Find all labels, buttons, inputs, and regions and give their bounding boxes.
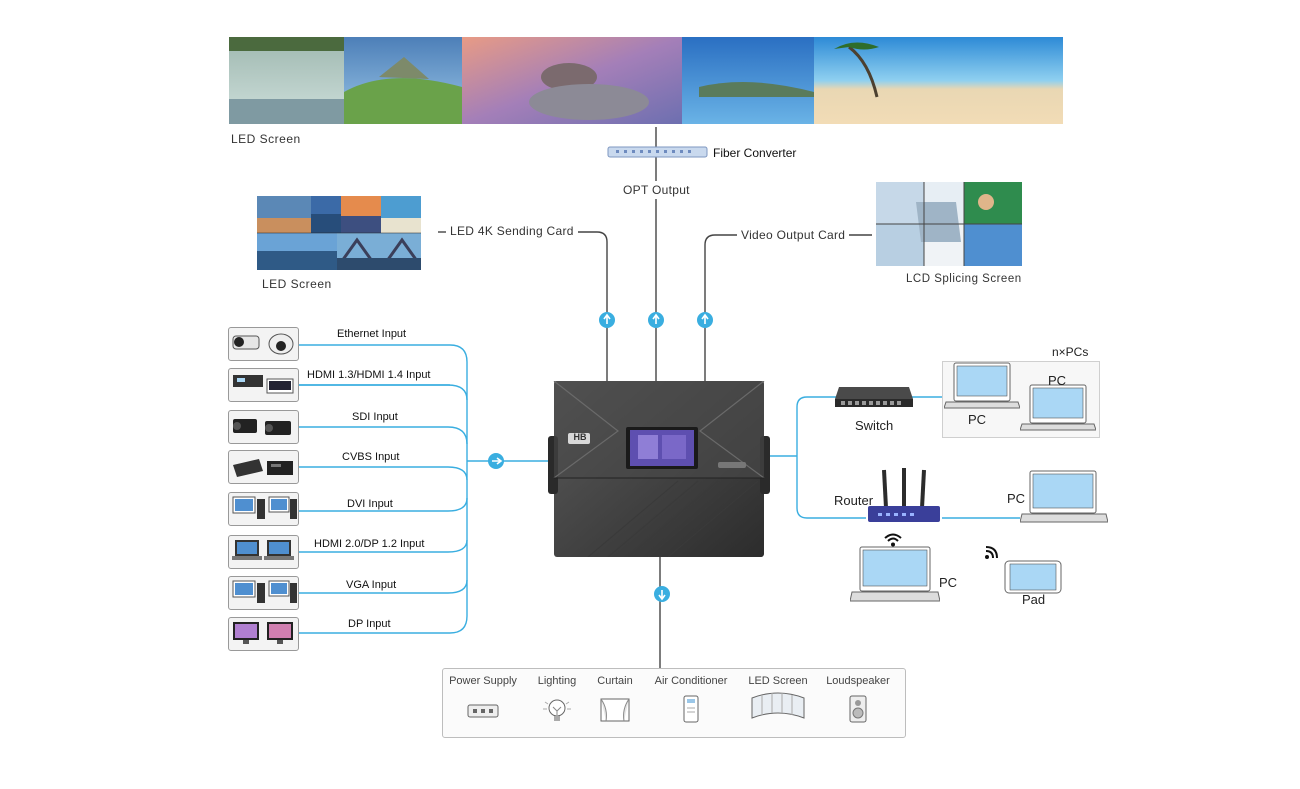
input-label: DP Input — [348, 618, 391, 630]
control-label: Lighting — [537, 675, 577, 687]
laptop-icon — [1020, 384, 1096, 431]
input-label: HDMI 2.0/DP 1.2 Input — [314, 538, 425, 550]
pc-label-2: PC — [1048, 373, 1067, 388]
tablet-icon — [1004, 560, 1062, 594]
light-bulb-icon — [540, 697, 574, 728]
input-device-thumb — [228, 450, 299, 484]
router-label: Router — [834, 493, 874, 508]
wifi-icon — [884, 533, 902, 547]
input-device-thumb — [228, 576, 299, 610]
hdmi-device-icon — [229, 375, 298, 401]
fiber-converter-label: Fiber Converter — [713, 146, 797, 160]
input-label: SDI Input — [352, 411, 398, 423]
left-led-screen-label: LED Screen — [262, 277, 332, 291]
input-label: Ethernet Input — [337, 328, 407, 340]
laptop-icon — [850, 546, 940, 602]
video-processor-device: HB — [548, 380, 770, 558]
input-label: CVBS Input — [342, 451, 400, 463]
lcd-splicing-screen-label: LCD Splicing Screen — [906, 273, 1022, 285]
power-strip-icon — [466, 697, 500, 728]
sending-card-label: LED 4K Sending Card — [446, 222, 578, 240]
network-switch-icon — [835, 385, 913, 409]
curtain-icon — [598, 697, 632, 728]
input-label: HDMI 1.3/HDMI 1.4 Input — [307, 369, 431, 381]
monitor-icon — [229, 622, 298, 650]
laptop-icon — [1020, 470, 1108, 523]
control-label: Power Supply — [449, 675, 517, 687]
wifi-icon — [985, 546, 998, 559]
fiber-converter-device-icon — [606, 145, 709, 159]
desktop-pc-icon — [229, 580, 298, 609]
processor-brand-badge: HB — [573, 432, 587, 442]
left-led-screen-image — [257, 196, 421, 270]
laptop-icon — [944, 362, 1020, 409]
video-output-card-label: Video Output Card — [737, 226, 850, 244]
camera-icon — [229, 333, 298, 360]
n-pcs-label: n×PCs — [1052, 345, 1089, 359]
top-led-screen-image — [229, 37, 1063, 124]
pc-label-3: PC — [1007, 491, 1026, 506]
opt-output-label: OPT Output — [619, 181, 694, 199]
input-label: VGA Input — [346, 579, 397, 591]
desktop-pc-icon — [229, 496, 298, 525]
top-led-screen-label: LED Screen — [231, 132, 301, 146]
input-label: DVI Input — [347, 498, 393, 510]
control-devices-panel — [442, 668, 906, 738]
laptop-icon — [229, 540, 298, 568]
camcorder-icon — [229, 419, 298, 443]
input-device-thumb — [228, 535, 299, 569]
control-label: Air Conditioner — [654, 675, 728, 687]
input-device-thumb — [228, 617, 299, 651]
control-label: Curtain — [597, 675, 633, 687]
curved-led-screen-icon — [748, 690, 808, 729]
pc-label-4: PC — [939, 575, 958, 590]
control-label: Loudspeaker — [826, 675, 890, 687]
switch-label: Switch — [855, 418, 894, 433]
pad-label: Pad — [1022, 592, 1046, 607]
input-device-thumb — [228, 492, 299, 526]
air-conditioner-icon — [674, 694, 708, 729]
arrow-up-icons — [488, 312, 713, 602]
input-device-thumb — [228, 410, 299, 444]
loudspeaker-icon — [841, 694, 875, 729]
lcd-splicing-screen-image — [876, 182, 1022, 266]
wifi-router-icon — [868, 468, 940, 522]
input-device-thumb — [228, 327, 299, 361]
control-label: LED Screen — [748, 675, 808, 687]
pc-label-1: PC — [968, 412, 987, 427]
input-device-thumb — [228, 368, 299, 402]
cvbs-device-icon — [229, 459, 298, 483]
